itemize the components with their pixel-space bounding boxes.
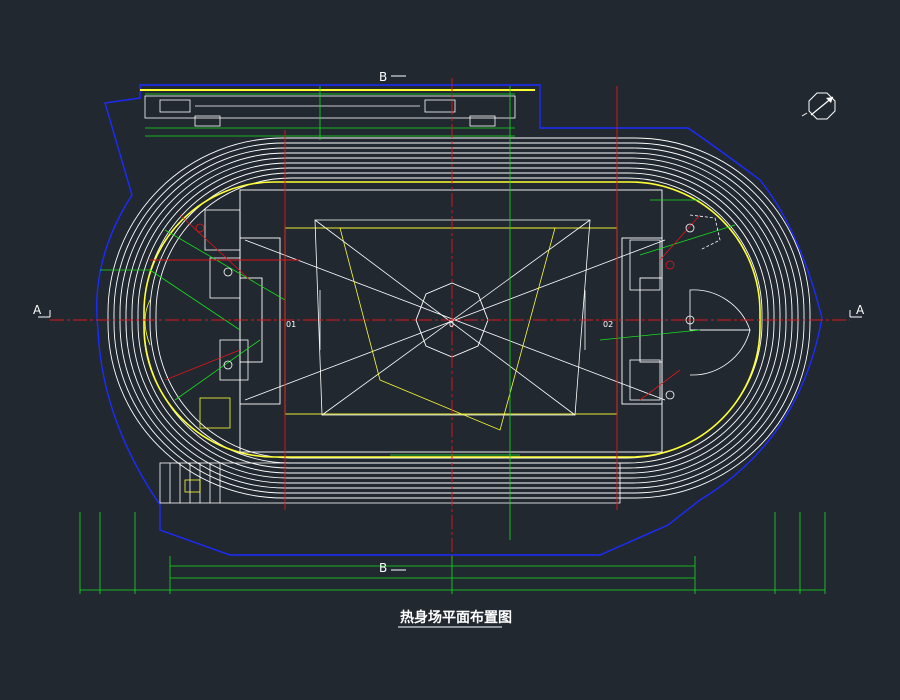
north-arrow-icon xyxy=(801,92,836,120)
section-label-a-right: A xyxy=(856,303,865,317)
section-label-b-bottom: B xyxy=(379,561,387,575)
section-label-a-left: A xyxy=(33,303,42,317)
layout-construction-lines xyxy=(244,219,666,431)
site-boundary xyxy=(96,84,823,556)
center-mark: 0 xyxy=(449,320,454,329)
center-mark-right: 02 xyxy=(603,320,613,329)
section-mark-b-top: B xyxy=(379,70,406,84)
top-stand xyxy=(140,89,535,137)
center-mark-left: 01 xyxy=(286,320,296,329)
dimension-lines xyxy=(79,86,826,594)
drawing-title: 热身场平面布置图 xyxy=(400,609,512,626)
axis-lines xyxy=(50,78,850,560)
section-mark-a-left: A xyxy=(33,303,51,318)
section-mark-b-bottom: B xyxy=(379,561,406,575)
bottom-straight-lanes xyxy=(159,462,621,504)
section-mark-a-right: A xyxy=(849,303,865,318)
section-label-b-top: B xyxy=(379,70,387,84)
